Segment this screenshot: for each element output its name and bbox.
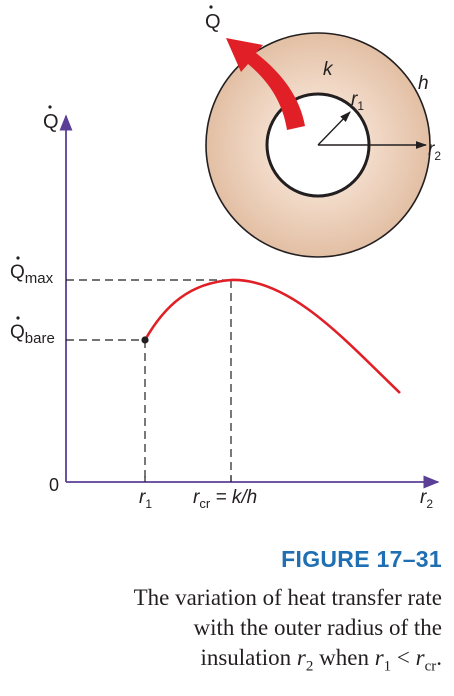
h-label: h [418,73,429,94]
k-label: k [323,59,333,80]
y-axis-label: Q [43,111,59,133]
top-q-dot-accent [209,5,213,9]
q-bare-dot-accent [16,316,20,320]
y-axis-q-dot-accent [48,105,52,109]
origin-label: 0 [49,475,60,495]
q-bare-label: Qbare [10,322,55,347]
heat-flow-arrow [226,38,305,130]
heat-rate-curve [143,278,401,394]
x-r1-label: r1 [139,487,153,511]
top-q-label: Q [205,11,221,33]
r1-circle-label: r1 [351,89,365,113]
figure-number: FIGURE 17–31 [281,546,442,572]
caption-line-1: The variation of heat transfer rate [133,585,442,610]
x-rcr-label: rcr = k/h [193,487,258,511]
q-max-dot-accent [16,256,20,260]
r2-circle-label: r2 [428,139,442,163]
caption-line-3: insulation r2 when r1 < rcr. [200,645,442,675]
caption-line-2: with the outer radius of the [193,615,442,640]
figure-caption: The variation of heat transfer rate with… [0,583,442,682]
x-r2-label: r2 [420,487,434,511]
q-max-label: Qmax [10,262,54,287]
bare-point [141,336,149,344]
r1-radius-arrow [317,111,351,146]
